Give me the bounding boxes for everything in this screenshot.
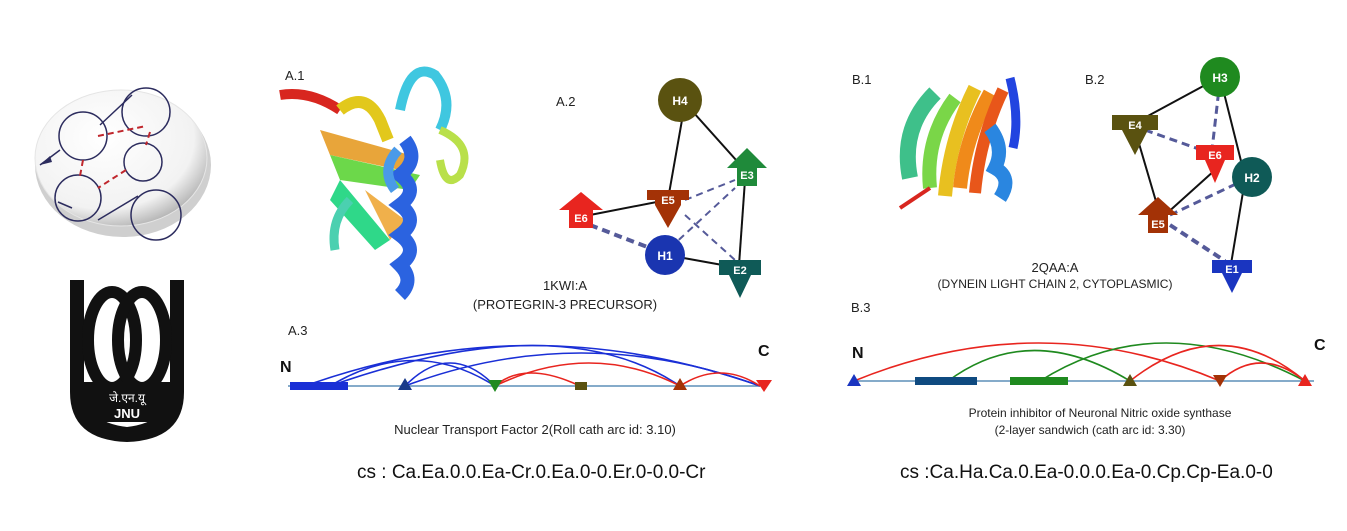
sse-a-strand-3: [673, 378, 687, 390]
svg-text:H1: H1: [657, 249, 673, 263]
edge-h3-e6: [1210, 79, 1222, 151]
arc-b-3: [1039, 342, 1306, 382]
edge-h2-e1: [1229, 179, 1246, 271]
protein-structure-a: [279, 66, 469, 300]
node-e5: E5: [647, 190, 689, 228]
node-e6: E6: [559, 192, 603, 228]
arc-a-2: [329, 359, 496, 387]
edge-e6-e5: [1164, 169, 1216, 216]
node-e2: E2: [719, 260, 761, 298]
sse-b-helix-2: [1010, 377, 1068, 385]
svg-text:E2: E2: [733, 265, 746, 277]
edge-e5-e1: [1168, 223, 1227, 263]
sse-a-helix-1: [290, 382, 348, 390]
arc-a-7: [494, 362, 681, 387]
n-terminus-a: N: [280, 359, 292, 376]
panel-label-b1: B.1: [852, 72, 872, 87]
node-h3: H3: [1200, 57, 1240, 97]
panel-label-b3: B.3: [851, 300, 871, 315]
node-e4: E4: [1112, 115, 1158, 155]
svg-text:H4: H4: [672, 94, 688, 108]
svg-text:E1: E1: [1225, 264, 1238, 276]
c-terminus-a: C: [758, 343, 770, 360]
node-e5: E5: [1138, 197, 1178, 233]
panel-label-a2: A.2: [556, 94, 576, 109]
svg-text:E6: E6: [574, 213, 587, 225]
arc-a-8: [679, 372, 761, 387]
n-terminus-b: N: [852, 345, 864, 362]
node-e1: E1: [1212, 260, 1252, 293]
sse-a-strand-4: [756, 380, 772, 392]
sse-a-helix-2: [575, 382, 587, 390]
protein-a-id: 1KWI:A: [542, 278, 588, 293]
svg-text:H2: H2: [1244, 171, 1260, 185]
node-h4: H4: [658, 78, 702, 122]
logo-text-top: जे.एन.यू: [109, 391, 147, 406]
arc-a-4: [404, 362, 496, 387]
jnu-logo: जे.एन.यू JNU: [70, 280, 184, 442]
panel-label-b2: B.2: [1085, 72, 1105, 87]
protein-b-cs: cs :Ca.Ha.Ca.0.Ea-0.0.0.Ea-0.Cp.Cp-Ea.0-…: [900, 462, 1273, 483]
edge-e5-e3: [684, 179, 736, 201]
arc-b-5: [1219, 362, 1306, 382]
node-h2: H2: [1232, 157, 1272, 197]
logo-text-bottom: JNU: [114, 406, 140, 421]
protein-a-name: (PROTEGRIN-3 PRECURSOR): [472, 297, 658, 312]
sse-b-helix-1: [915, 377, 977, 385]
arc-b-4: [1129, 344, 1306, 382]
protein-a-cs: cs : Ca.Ea.0.0.Ea-Cr.0.Ea.0-0.Er.0-0.0-C…: [357, 462, 706, 483]
svg-text:E6: E6: [1208, 150, 1221, 162]
node-e6: E6: [1196, 145, 1234, 183]
c-terminus-b: C: [1314, 337, 1326, 354]
arc-diagram-b: N C: [847, 337, 1326, 387]
node-h1: H1: [645, 235, 685, 275]
edge-e5-e2: [684, 214, 736, 261]
svg-text:E3: E3: [740, 170, 753, 182]
svg-text:E5: E5: [1151, 219, 1164, 231]
protein-b-name: (DYNEIN LIGHT CHAIN 2, CYTOPLASMIC): [937, 277, 1173, 291]
sse-a-strand-1: [398, 378, 412, 390]
arc-diagram-a: N C: [280, 343, 772, 392]
graph-b: H3 E4 E6 H2 E5 E1: [1112, 57, 1272, 293]
protein-a-fold: Nuclear Transport Factor 2(Roll cath arc…: [394, 422, 676, 437]
edge-h1-e3: [669, 187, 736, 249]
protein-b-fold-line1: Protein inhibitor of Neuronal Nitric oxi…: [968, 406, 1232, 420]
protein-b-fold-line2: (2-layer sandwich (cath arc id: 3.30): [994, 423, 1186, 437]
graph-icon: [34, 87, 211, 241]
sse-b-strand-2: [1123, 374, 1137, 386]
edge-e6-e5: [589, 199, 668, 216]
panel-label-a3: A.3: [288, 323, 308, 338]
svg-text:E4: E4: [1128, 120, 1142, 132]
edge-e6-h1: [589, 223, 656, 252]
arc-b-2: [947, 349, 1131, 382]
sse-b-strand-1: [847, 374, 861, 386]
sse-b-strand-4: [1298, 374, 1312, 386]
svg-text:H3: H3: [1212, 71, 1228, 85]
edge-e5-h2: [1169, 181, 1239, 217]
panel-label-a1: A.1: [285, 68, 305, 83]
arc-a-6: [494, 372, 581, 387]
node-e3: E3: [727, 148, 767, 186]
arc-b-1: [853, 342, 1221, 382]
sse-b-strand-3: [1213, 375, 1227, 387]
sse-a-strand-2: [488, 380, 502, 392]
protein-structure-b: [898, 76, 1021, 210]
edge-e3-e2: [738, 179, 746, 266]
arc-a-5: [404, 352, 761, 387]
arc-a-3: [329, 344, 681, 387]
svg-text:E5: E5: [661, 195, 674, 207]
protein-b-id: 2QAA:A: [1031, 260, 1079, 275]
graph-a: H4 E3 E5 E6 H1 E2: [559, 78, 767, 298]
